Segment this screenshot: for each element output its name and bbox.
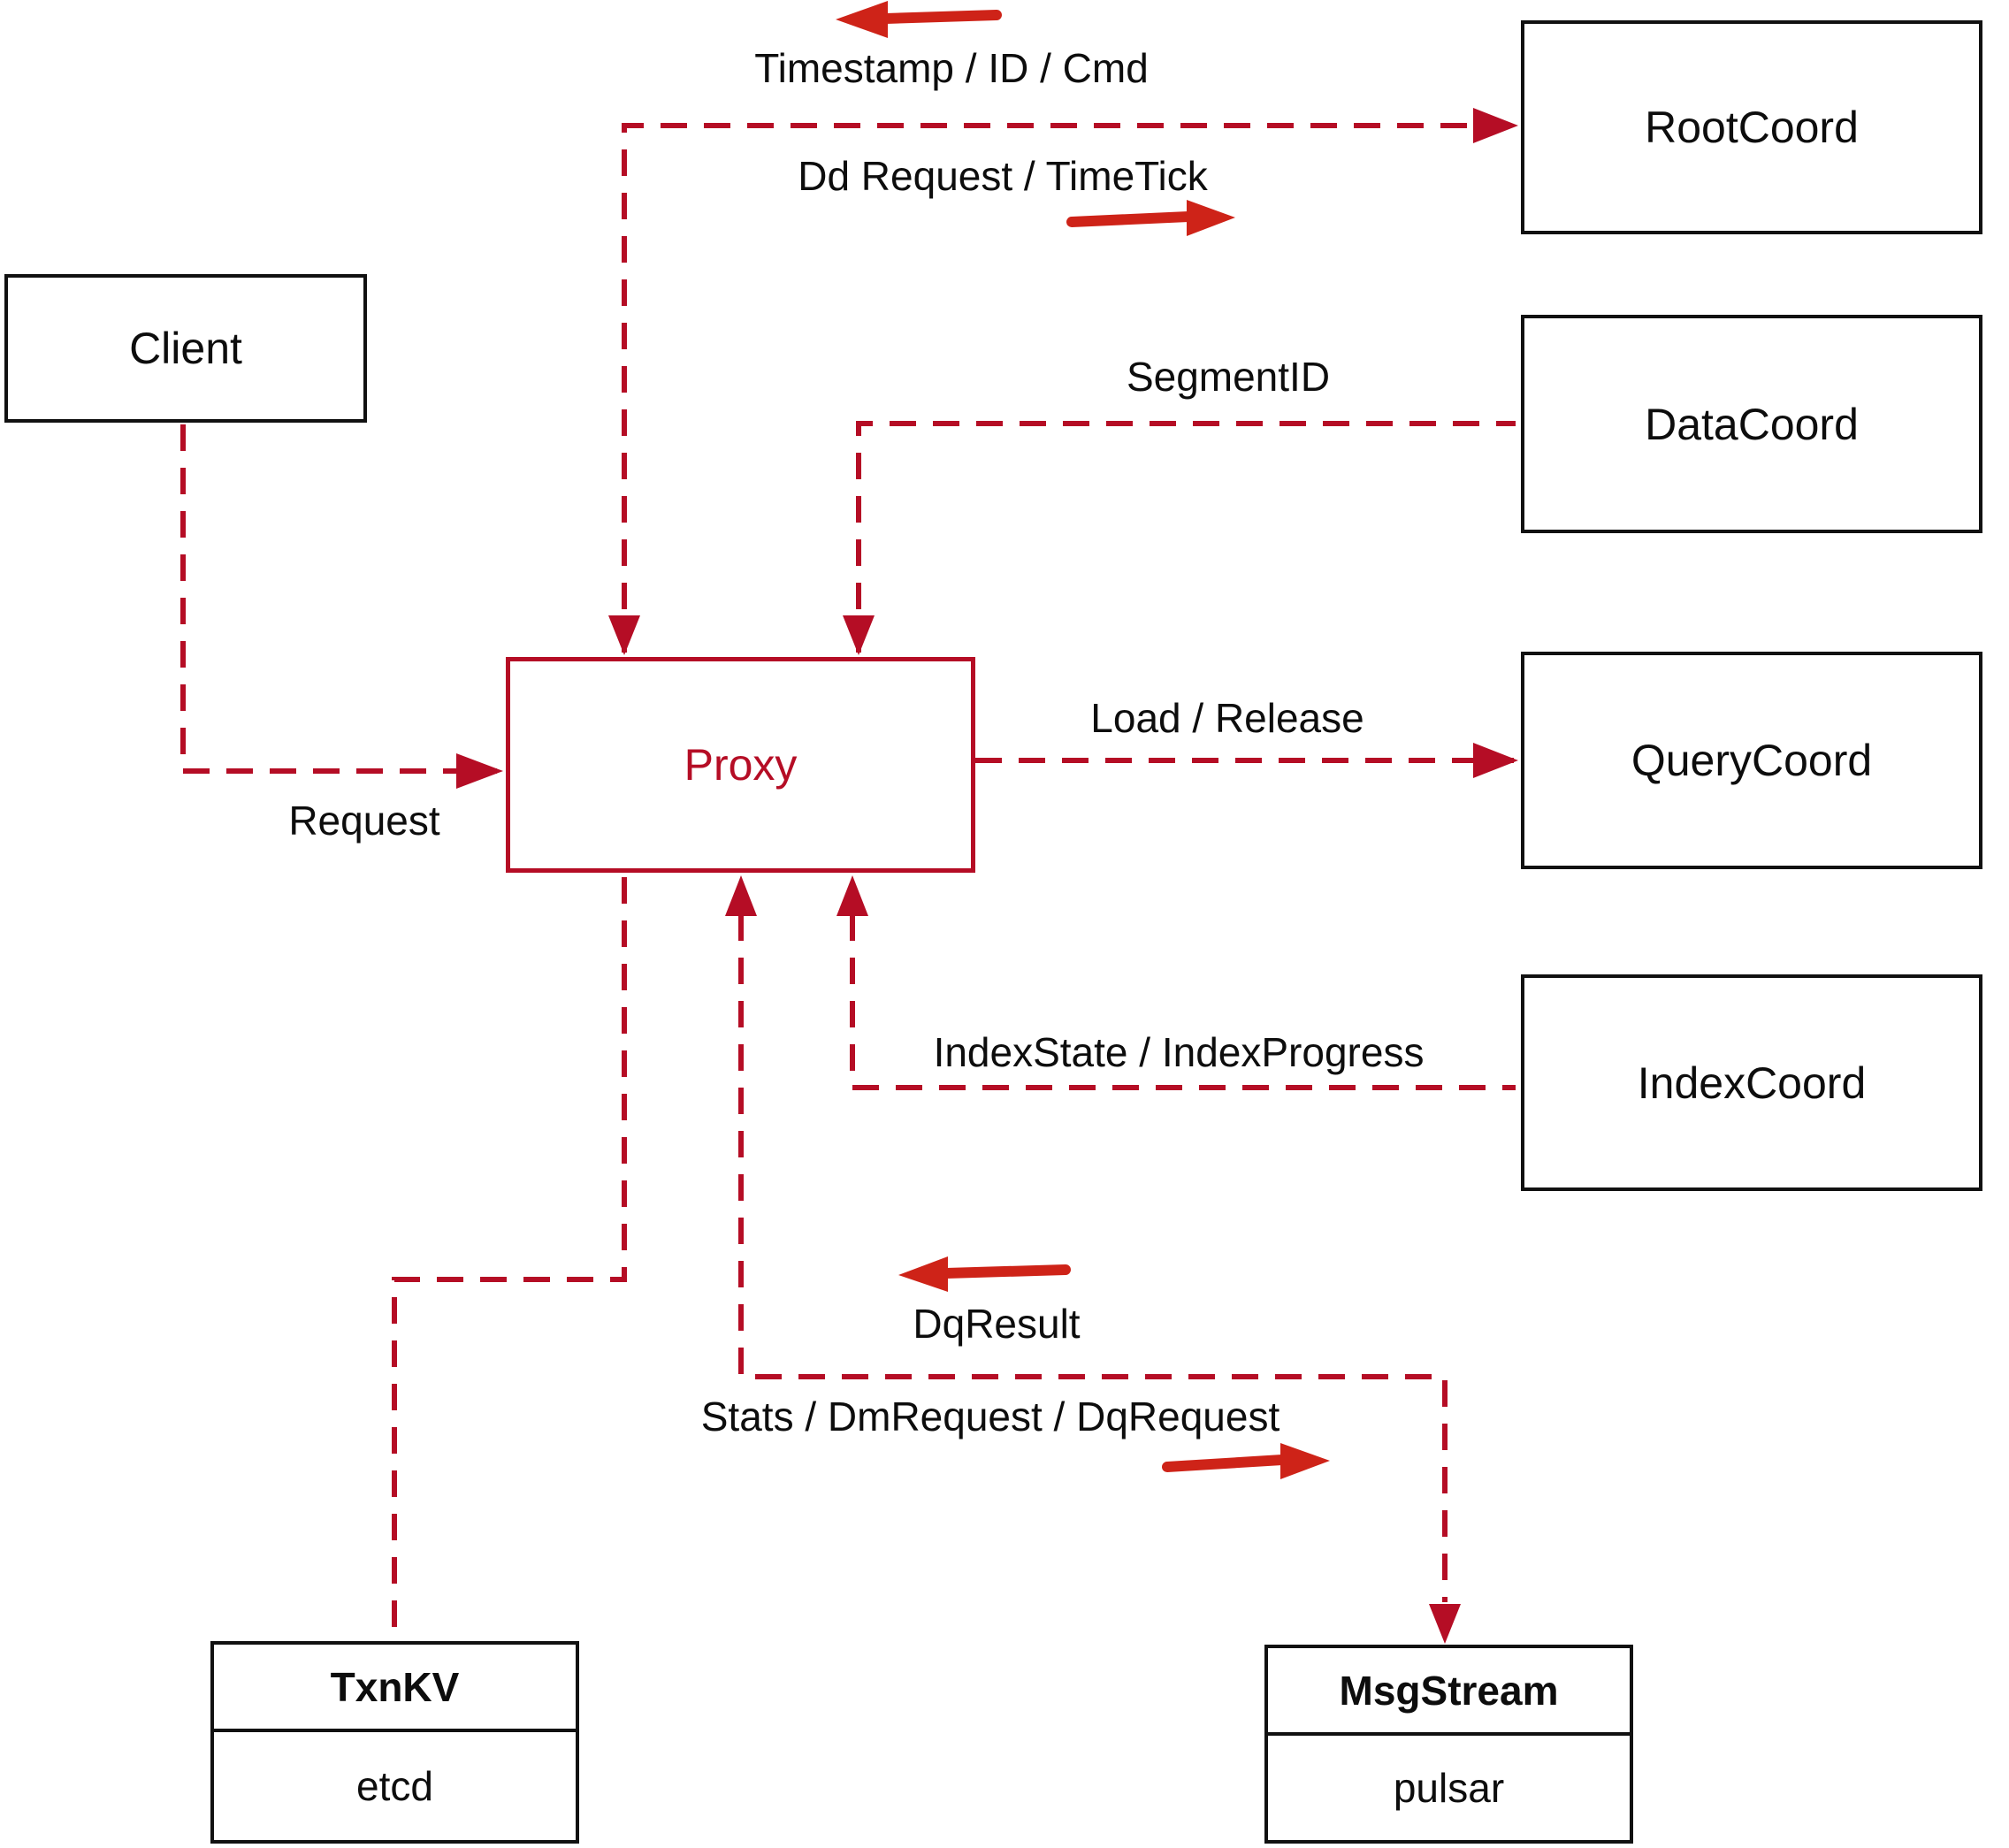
edge-proxy-rootcoord xyxy=(622,123,1514,653)
indexcoord-node: IndexCoord xyxy=(1521,974,1982,1191)
flow-right-arrow-icon xyxy=(1066,200,1235,236)
arrowhead-into-proxy-top-left xyxy=(608,615,640,655)
stats-right-arrow-icon xyxy=(1162,1443,1330,1479)
edge-proxy-msgstream xyxy=(738,914,1448,1602)
arrowhead-into-querycoord xyxy=(1473,743,1518,778)
arrowhead-into-proxy-left xyxy=(456,753,503,789)
edge-label-request: Request xyxy=(288,798,440,844)
datacoord-label: DataCoord xyxy=(1645,399,1859,449)
edge-label-segmentid: SegmentID xyxy=(1126,354,1331,400)
arrowhead-into-msgstream xyxy=(1429,1604,1461,1644)
edge-datacoord-proxy xyxy=(856,421,1516,653)
arrowhead-into-rootcoord xyxy=(1473,108,1518,143)
edge-indexcoord-proxy xyxy=(850,914,1516,1090)
edge-label-dqresult: DqResult xyxy=(913,1301,1081,1347)
client-label: Client xyxy=(129,324,242,373)
edge-proxy-txnkv xyxy=(392,877,627,1639)
flow-left-arrow-icon xyxy=(836,1,1002,38)
dqresult-left-arrow-icon xyxy=(898,1256,1071,1292)
edge-label-timestamp-id-cmd: Timestamp / ID / Cmd xyxy=(754,45,1149,91)
edge-label-load-release: Load / Release xyxy=(1090,695,1364,741)
arrowhead-into-proxy-bottom-right xyxy=(836,875,868,916)
arrowhead-into-proxy-top-right xyxy=(843,615,875,655)
msgstream-node: MsgStream pulsar xyxy=(1264,1645,1633,1844)
querycoord-label: QueryCoord xyxy=(1631,736,1873,785)
rootcoord-label: RootCoord xyxy=(1645,103,1859,152)
edge-label-stats-dmrequest-dqrequest: Stats / DmRequest / DqRequest xyxy=(700,1394,1280,1439)
proxy-label: Proxy xyxy=(684,740,798,790)
arrowhead-into-proxy-bottom-left xyxy=(725,875,757,916)
msgstream-title: MsgStream xyxy=(1268,1648,1630,1736)
datacoord-node: DataCoord xyxy=(1521,315,1982,533)
indexcoord-label: IndexCoord xyxy=(1637,1058,1867,1108)
edge-client-proxy xyxy=(180,424,497,774)
proxy-node: Proxy xyxy=(506,657,975,873)
client-node: Client xyxy=(4,274,367,423)
querycoord-node: QueryCoord xyxy=(1521,652,1982,869)
edge-label-dd-request-timetick: Dd Request / TimeTick xyxy=(798,153,1208,199)
txnkv-node: TxnKV etcd xyxy=(210,1641,579,1844)
msgstream-impl: pulsar xyxy=(1393,1765,1505,1811)
edge-label-indexstate-indexprogress: IndexState / IndexProgress xyxy=(933,1029,1425,1075)
txnkv-impl: etcd xyxy=(356,1763,433,1809)
txnkv-title: TxnKV xyxy=(214,1645,576,1732)
rootcoord-node: RootCoord xyxy=(1521,20,1982,234)
